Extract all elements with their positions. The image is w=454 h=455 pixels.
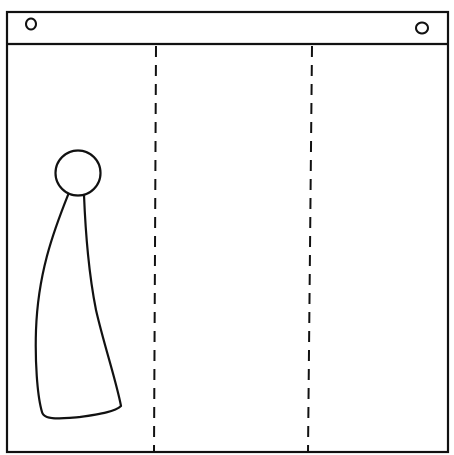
figure-body (36, 195, 121, 418)
panel-outline (7, 12, 448, 452)
right-hanging-hole (416, 23, 428, 34)
figure-head (56, 151, 101, 196)
left-hanging-hole (26, 19, 36, 30)
fold-line-right (308, 46, 312, 452)
fold-line-left (154, 46, 156, 452)
